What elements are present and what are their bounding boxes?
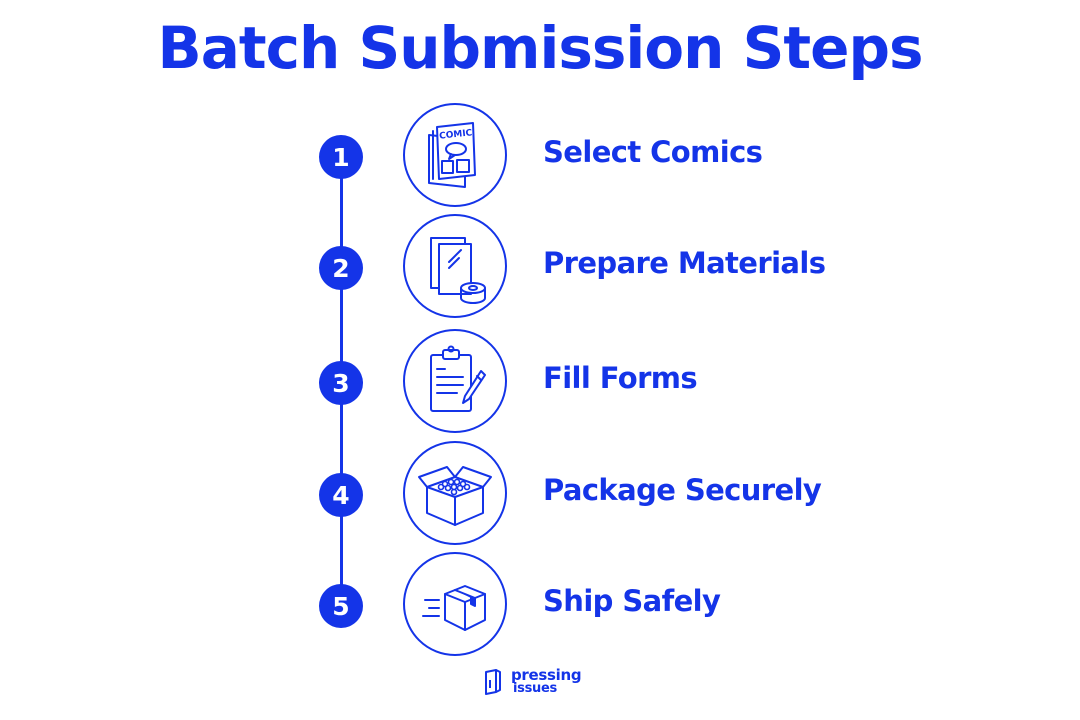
open-box-icon	[403, 441, 507, 545]
comic-book-icon: COMIC	[403, 103, 507, 207]
step-label: Prepare Materials	[543, 246, 826, 280]
step-label: Select Comics	[543, 135, 763, 169]
pressing-issues-logo-icon	[485, 669, 501, 695]
logo-text-issues: issues	[513, 681, 557, 696]
comic-cover-text: COMIC	[439, 128, 473, 141]
step-label: Package Securely	[543, 473, 822, 507]
step-number-badge: 5	[319, 584, 363, 628]
step-label: Fill Forms	[543, 361, 698, 395]
bags-boards-tape-icon	[403, 214, 507, 318]
step-number-badge: 2	[319, 246, 363, 290]
step-number-badge: 4	[319, 473, 363, 517]
page-title: Batch Submission Steps	[157, 14, 924, 82]
logo-text-pressing: pressing	[511, 666, 582, 684]
brand-logo: pressing issues	[483, 666, 582, 696]
step-number-badge: 3	[319, 361, 363, 405]
step-ship-safely: 5 Ship Safely	[0, 551, 1080, 661]
step-prepare-materials: 2 Prepare Materials	[0, 213, 1080, 323]
step-number-badge: 1	[319, 135, 363, 179]
step-label: Ship Safely	[543, 584, 721, 618]
step-select-comics: 1 COMIC Select Comics	[0, 102, 1080, 212]
step-fill-forms: 3 Fill Forms	[0, 328, 1080, 438]
shipping-box-icon	[403, 552, 507, 656]
step-package-securely: 4 Package Securely	[0, 440, 1080, 550]
clipboard-pen-icon	[403, 329, 507, 433]
